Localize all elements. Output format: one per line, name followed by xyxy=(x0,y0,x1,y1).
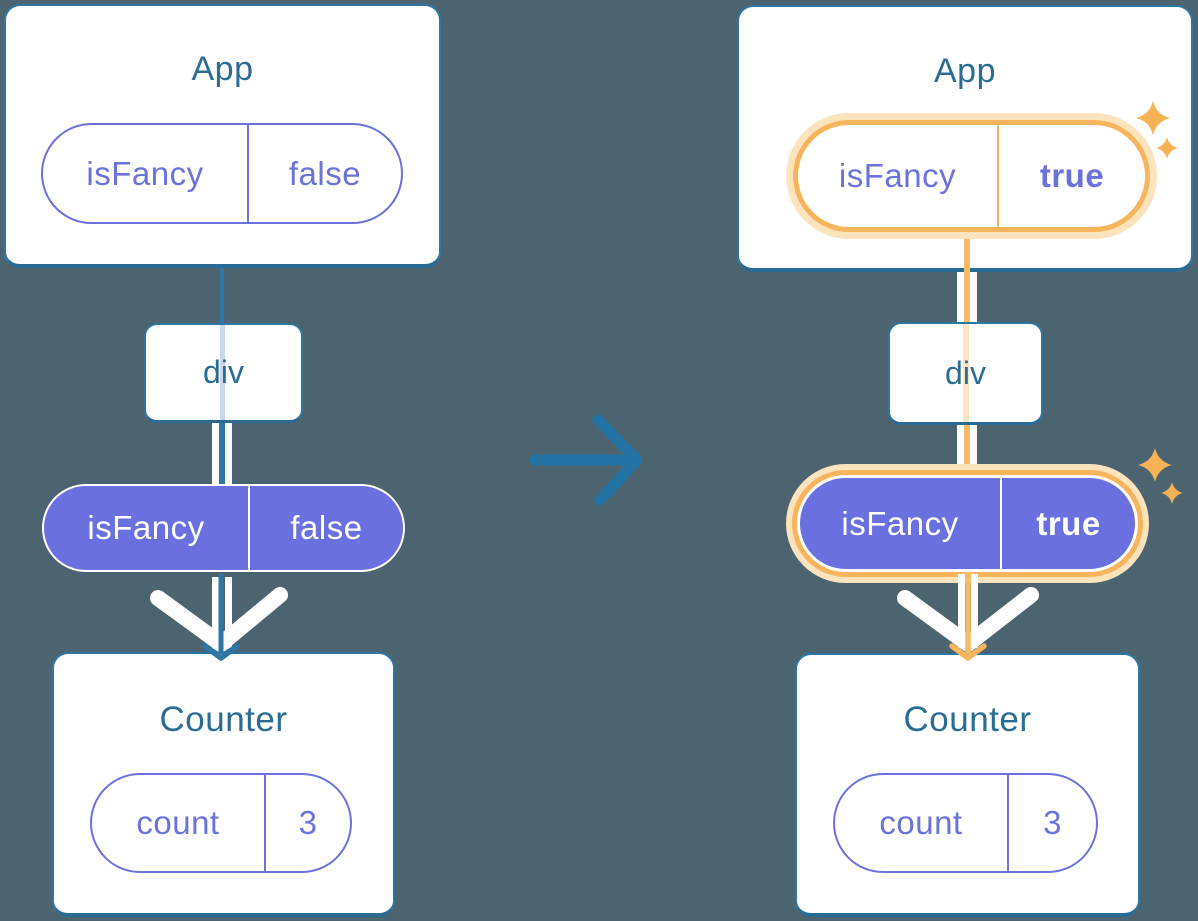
left-props-flow-arrow-icon xyxy=(150,574,288,661)
left-div-card: div xyxy=(144,323,303,423)
left-div-label: div xyxy=(203,354,244,390)
state-name: isFancy xyxy=(838,157,957,194)
right-div-label: div xyxy=(945,354,986,391)
prop-value: true xyxy=(1000,478,1135,569)
count-value: 3 xyxy=(264,775,350,871)
right-count-pill: count 3 xyxy=(833,773,1098,873)
state-value: true xyxy=(997,125,1145,227)
right-div-inner-line xyxy=(963,324,969,422)
left-app-title: App xyxy=(191,50,254,88)
transition-arrow-icon xyxy=(529,414,643,506)
left-count-pill: count 3 xyxy=(90,773,352,873)
left-app-state-pill: isFancy false xyxy=(41,123,403,224)
count-value: 3 xyxy=(1007,775,1096,871)
right-counter-title: Counter xyxy=(903,700,1032,739)
left-div-inner-line xyxy=(220,325,225,420)
left-prop-pill: isFancy false xyxy=(42,484,405,572)
left-counter-title: Counter xyxy=(159,700,288,739)
left-app-to-div-line xyxy=(220,266,224,326)
right-props-flow-arrow-icon xyxy=(897,572,1039,661)
right-pill-to-card-bottom-line xyxy=(964,228,970,273)
right-prop-pill-highlighted: isFancy true xyxy=(797,475,1138,572)
state-name: isFancy xyxy=(86,154,204,192)
right-app-state-pill-highlighted: isFancy true xyxy=(793,120,1150,232)
prop-name: isFancy xyxy=(87,509,205,546)
state-value: false xyxy=(247,125,401,222)
sparkle-icon xyxy=(1138,448,1183,504)
sparkle-icon xyxy=(1136,101,1178,159)
left-div-to-pill-flow-line xyxy=(212,420,232,486)
right-div-card: div xyxy=(888,322,1043,425)
right-app-to-div-flow-line xyxy=(957,272,977,325)
prop-name: isFancy xyxy=(841,504,959,542)
count-name: count xyxy=(879,804,963,841)
prop-value: false xyxy=(248,486,403,570)
count-name: count xyxy=(136,804,220,841)
right-app-title: App xyxy=(934,52,996,90)
right-div-to-pill-flow-line xyxy=(957,423,977,485)
